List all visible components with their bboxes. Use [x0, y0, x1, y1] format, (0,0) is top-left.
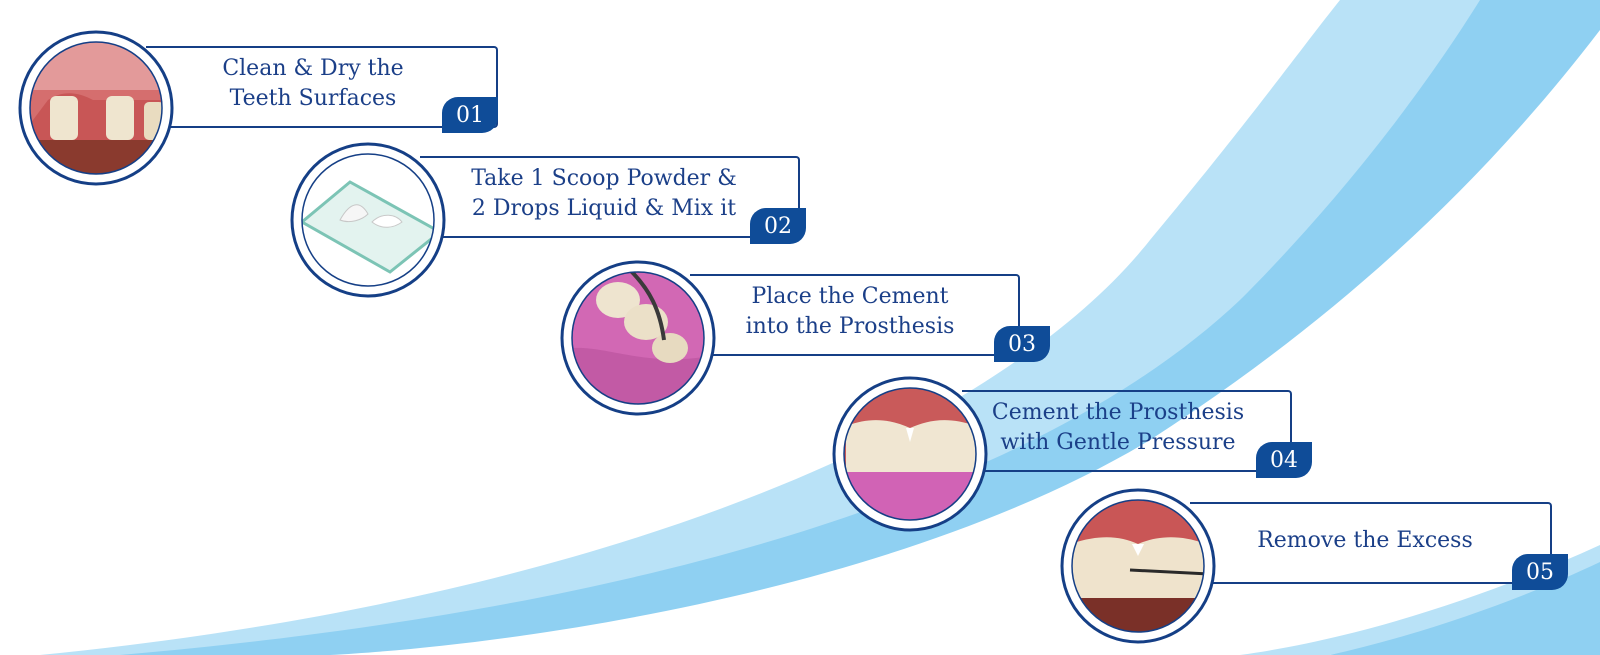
step-04-label: Cement the Prosthesis with Gentle Pressu… — [978, 398, 1258, 458]
step-04-line2: with Gentle Pressure — [1000, 430, 1236, 455]
gums-prepared-teeth-photo — [18, 30, 174, 186]
step-01-line2: Teeth Surfaces — [229, 86, 397, 111]
step-05: Remove the Excess 05 — [1060, 488, 1580, 648]
crown-cement-photo — [560, 260, 716, 416]
step-02-frame — [420, 156, 800, 238]
glass-mixing-slab-photo — [290, 142, 446, 298]
step-02: Take 1 Scoop Powder & 2 Drops Liquid & M… — [290, 142, 810, 302]
step-03: Place the Cement into the Prosthesis 03 — [560, 260, 1050, 420]
step-03-number-badge: 03 — [994, 326, 1050, 362]
step-04-line1: Cement the Prosthesis — [991, 400, 1245, 425]
step-02-number-badge: 02 — [750, 208, 806, 244]
swoosh-mid-band — [120, 0, 1600, 655]
step-01-line1: Clean & Dry the — [222, 56, 404, 81]
step-03-frame — [690, 274, 1020, 356]
step-05-label: Remove the Excess — [1240, 526, 1490, 556]
step-05-frame — [1190, 502, 1552, 584]
step-02-line1: Take 1 Scoop Powder & — [471, 166, 737, 191]
step-04-number-badge: 04 — [1256, 442, 1312, 478]
step-03-line1: Place the Cement — [751, 284, 949, 309]
step-01-number-badge: 01 — [442, 97, 498, 133]
excess-removal-photo — [1060, 488, 1216, 644]
step-03-label: Place the Cement into the Prosthesis — [730, 282, 970, 342]
step-01: Clean & Dry the Teeth Surfaces 01 — [18, 30, 508, 190]
step-01-frame — [146, 46, 498, 128]
step-04-frame — [962, 390, 1292, 472]
seated-prosthesis-photo — [832, 376, 988, 532]
step-02-line2: 2 Drops Liquid & Mix it — [471, 196, 737, 221]
step-01-label: Clean & Dry the Teeth Surfaces — [188, 54, 438, 114]
step-05-line1: Remove the Excess — [1257, 528, 1473, 553]
swoosh-bottom-right — [1330, 560, 1600, 655]
step-04: Cement the Prosthesis with Gentle Pressu… — [832, 376, 1322, 536]
step-03-line2: into the Prosthesis — [745, 314, 955, 339]
step-02-label: Take 1 Scoop Powder & 2 Drops Liquid & M… — [454, 164, 754, 224]
step-05-number-badge: 05 — [1512, 554, 1568, 590]
